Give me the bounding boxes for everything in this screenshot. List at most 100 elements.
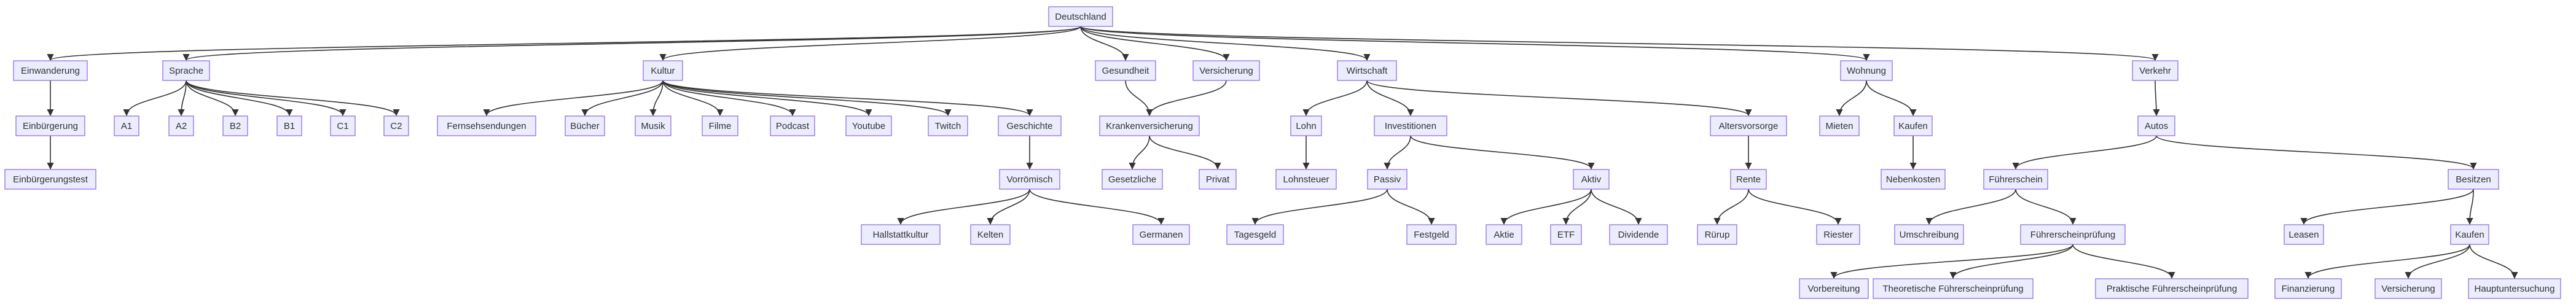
node-lohnsteuer-label: Lohnsteuer xyxy=(1283,174,1329,185)
node-versicherung_auto-label: Versicherung xyxy=(2381,284,2435,294)
node-fuehrerscheinpruefung: Führerscheinprüfung xyxy=(2020,224,2126,245)
edge-versicherung-to-krankenversicherung xyxy=(1146,80,1227,117)
node-musik-label: Musik xyxy=(641,121,665,131)
node-einwanderung-box xyxy=(13,60,88,81)
node-festgeld: Festgeld xyxy=(1406,224,1457,245)
node-passiv-box xyxy=(1367,169,1407,190)
node-kaufen_wohnung-box xyxy=(1893,115,1933,136)
node-festgeld-label: Festgeld xyxy=(1414,230,1449,240)
edge-besitzen-to-leasen xyxy=(2300,188,2474,225)
edge-fuehrerscheinpruefung-to-vorbereitung xyxy=(1830,244,2073,279)
node-twitch-label: Twitch xyxy=(935,121,961,131)
edge-fuehrerschein-to-umschreibung xyxy=(1925,188,2016,225)
node-riester: Riester xyxy=(1816,224,1860,245)
node-investitionen-label: Investitionen xyxy=(1385,121,1436,131)
edge-sprache-to-c1 xyxy=(186,80,346,117)
node-geschichte-box xyxy=(998,115,1062,136)
node-aktie-label: Aktie xyxy=(1494,230,1514,240)
edge-fuehrerschein-to-fuehrerscheinpruefung xyxy=(2015,188,2077,225)
edge-wirtschaft-to-lohn xyxy=(1302,80,1368,117)
node-germanen-label: Germanen xyxy=(1140,230,1183,240)
node-mieten-label: Mieten xyxy=(1825,121,1853,131)
node-buecher: Bücher xyxy=(565,115,605,136)
node-nebenkosten-label: Nebenkosten xyxy=(1886,174,1940,185)
node-fuehrerschein-label: Führerschein xyxy=(1989,174,2043,185)
node-germanen-box xyxy=(1132,224,1190,245)
node-vorroemisch-box xyxy=(999,169,1060,190)
node-sprache-label: Sprache xyxy=(169,66,203,76)
node-vorbereitung: Vorbereitung xyxy=(1799,278,1869,299)
node-aktiv-box xyxy=(1573,169,1610,190)
node-wirtschaft: Wirtschaft xyxy=(1337,60,1397,81)
node-einbuergerung-box xyxy=(15,115,85,136)
node-einwanderung: Einwanderung xyxy=(13,60,88,81)
edge-vorroemisch-to-germanen xyxy=(1029,188,1165,225)
edge-kultur-to-fernsehsendungen xyxy=(483,80,664,117)
node-hauptuntersuchung: Hauptuntersuchung xyxy=(2468,278,2561,299)
node-investitionen-box xyxy=(1374,115,1447,136)
node-verkehr-label: Verkehr xyxy=(2139,66,2171,76)
node-aktiv: Aktiv xyxy=(1573,169,1610,190)
node-kultur-box xyxy=(643,60,683,81)
node-kaufen_auto-label: Kaufen xyxy=(2455,230,2484,240)
node-praktische: Praktische Führerscheinprüfung xyxy=(2095,278,2249,299)
edge-sprache-to-a1 xyxy=(123,80,187,117)
node-rente-box xyxy=(1730,169,1767,190)
node-besitzen-box xyxy=(2448,169,2499,190)
node-fuehrerscheinpruefung-box xyxy=(2020,224,2126,245)
node-mieten-box xyxy=(1819,115,1860,136)
node-lohn-label: Lohn xyxy=(1296,121,1316,131)
node-kelten: Kelten xyxy=(970,224,1011,245)
node-dividende: Dividende xyxy=(1609,224,1668,245)
node-altersvorsorge-box xyxy=(1710,115,1787,136)
node-einbuergerung: Einbürgerung xyxy=(15,115,85,136)
node-wirtschaft-box xyxy=(1337,60,1397,81)
edge-kultur-to-musik xyxy=(649,80,664,117)
node-c2-box xyxy=(383,115,409,136)
node-sprache-box xyxy=(162,60,210,81)
node-riester-label: Riester xyxy=(1823,230,1853,240)
node-gesundheit-box xyxy=(1095,60,1156,81)
node-wohnung: Wohnung xyxy=(1840,60,1893,81)
node-ruerup-box xyxy=(1697,224,1737,245)
node-wohnung-label: Wohnung xyxy=(1847,66,1886,76)
node-vorroemisch: Vorrömisch xyxy=(999,169,1060,190)
edge-wirtschaft-to-altersvorsorge xyxy=(1366,80,1752,117)
node-hallstattkultur-label: Hallstattkultur xyxy=(873,230,929,240)
node-hallstattkultur: Hallstattkultur xyxy=(861,224,941,245)
node-hallstattkultur-box xyxy=(861,224,941,245)
node-lohnsteuer: Lohnsteuer xyxy=(1275,169,1337,190)
node-kaufen_wohnung-label: Kaufen xyxy=(1898,121,1928,131)
node-wohnung-box xyxy=(1840,60,1893,81)
node-theoretische: Theoretische Führerscheinprüfung xyxy=(1873,278,2034,299)
edge-deutschland-to-wohnung xyxy=(1080,26,1870,61)
node-musik-box xyxy=(635,115,671,136)
node-c2: C2 xyxy=(383,115,409,136)
node-b2-box xyxy=(222,115,248,136)
node-praktische-label: Praktische Führerscheinprüfung xyxy=(2107,284,2237,294)
node-kelten-label: Kelten xyxy=(977,230,1004,240)
node-deutschland-label: Deutschland xyxy=(1055,12,1106,22)
node-deutschland: Deutschland xyxy=(1048,6,1113,27)
edge-sprache-to-b2 xyxy=(186,80,239,117)
edge-kultur-to-twitch xyxy=(662,80,952,117)
node-a2-box xyxy=(168,115,194,136)
node-a1-label: A1 xyxy=(121,121,132,131)
node-leasen-label: Leasen xyxy=(2288,230,2319,240)
node-b1-box xyxy=(276,115,302,136)
node-tagesgeld-label: Tagesgeld xyxy=(1234,230,1276,240)
node-buecher-box xyxy=(565,115,605,136)
edge-deutschland-to-verkehr xyxy=(1080,26,2158,61)
edge-fuehrerscheinpruefung-to-theoretische xyxy=(1949,244,2073,279)
node-einbuergerung-label: Einbürgerung xyxy=(23,121,78,131)
edge-verkehr-to-autos xyxy=(2153,80,2160,117)
node-privat-box xyxy=(1199,169,1237,190)
node-etf: ETF xyxy=(1550,224,1582,245)
node-dividende-box xyxy=(1609,224,1668,245)
edge-deutschland-to-sprache xyxy=(182,26,1081,61)
edge-investitionen-to-aktiv xyxy=(1410,135,1595,170)
node-investitionen: Investitionen xyxy=(1374,115,1447,136)
edge-aktiv-to-etf xyxy=(1562,188,1592,225)
edge-aktiv-to-aktie xyxy=(1500,188,1592,225)
node-einwanderung-label: Einwanderung xyxy=(21,66,80,76)
